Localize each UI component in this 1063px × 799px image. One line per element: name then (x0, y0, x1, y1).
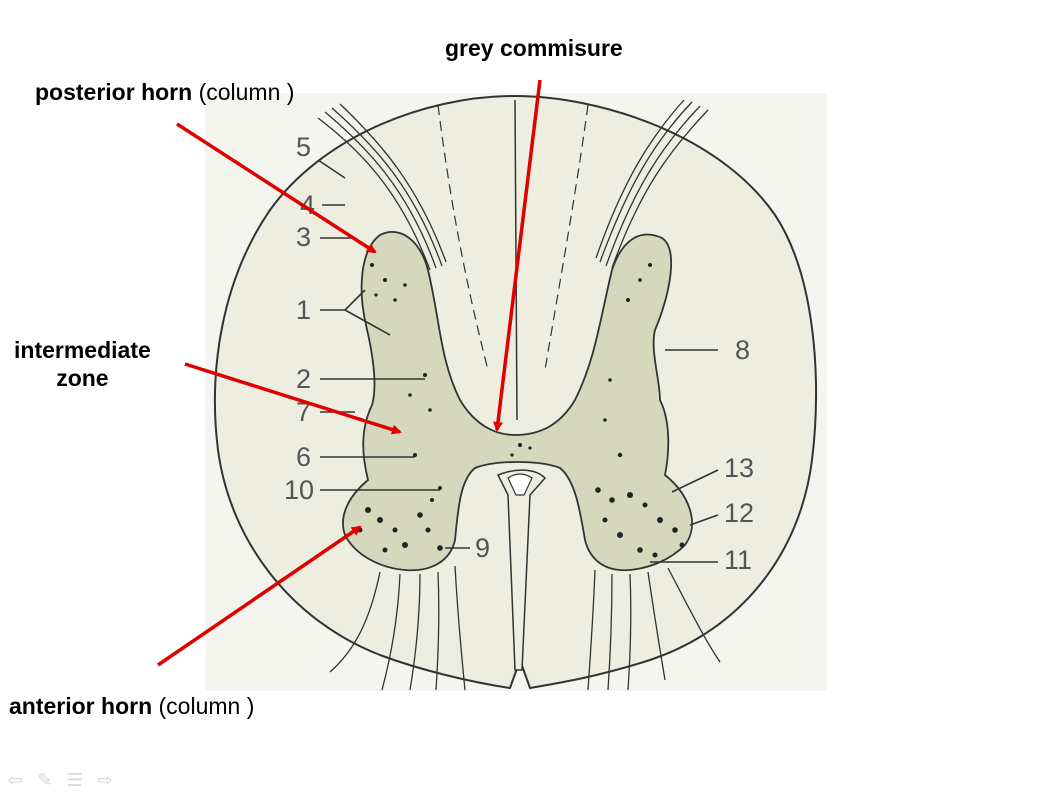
label-intermediate-zone: intermediate zone (14, 336, 151, 392)
posterior-funiculus-left (437, 104, 489, 371)
ventral-root-left (329, 565, 466, 691)
label-anterior-horn: anterior horn (column ) (9, 692, 254, 720)
arrow-anterior-horn (157, 525, 362, 667)
grey-matter (342, 231, 693, 572)
intermediate-text: intermediate (14, 337, 151, 363)
arrow-intermediate-zone (184, 362, 402, 435)
number-10: 10 (284, 475, 314, 505)
anterior-horn-column-text: (column ) (158, 693, 255, 719)
number-9: 9 (475, 533, 490, 563)
posterior-horn-text: posterior horn (35, 79, 193, 105)
next-arrow-icon[interactable]: ⇨ (97, 770, 113, 790)
number-6: 6 (296, 442, 311, 472)
grey-commisure-text: grey commisure (445, 35, 623, 61)
posterior-horn-column-text: (column ) (198, 79, 295, 105)
label-posterior-horn: posterior horn (column ) (35, 78, 294, 106)
number-13: 13 (724, 453, 754, 483)
posterior-septum (514, 99, 518, 421)
posterior-funiculus-right (544, 104, 589, 371)
dorsal-root-left (317, 103, 447, 271)
anterior-median-fissure (496, 469, 547, 671)
slideshow-nav: ⇦ ✎ ☰ ⇨ (4, 770, 116, 790)
menu-icon[interactable]: ☰ (66, 770, 84, 790)
zone-text: zone (56, 365, 109, 391)
number-2: 2 (296, 364, 311, 394)
dorsal-root-right (595, 99, 709, 269)
central-canal (507, 473, 533, 496)
ventral-root-right (587, 567, 721, 691)
red-arrows (157, 79, 542, 667)
number-pointers (317, 159, 719, 563)
number-12: 12 (724, 498, 754, 528)
number-5: 5 (296, 132, 311, 162)
arrow-grey-commisure (493, 79, 542, 432)
label-grey-commisure: grey commisure (445, 34, 623, 62)
number-8: 8 (735, 335, 750, 365)
number-1: 1 (296, 295, 311, 325)
prev-arrow-icon[interactable]: ⇦ (7, 770, 23, 790)
arrow-posterior-horn (176, 122, 377, 254)
number-3: 3 (296, 222, 311, 252)
pen-icon[interactable]: ✎ (37, 770, 53, 790)
anterior-horn-text: anterior horn (9, 693, 153, 719)
number-11: 11 (724, 545, 752, 575)
neuron-clusters (357, 263, 685, 558)
